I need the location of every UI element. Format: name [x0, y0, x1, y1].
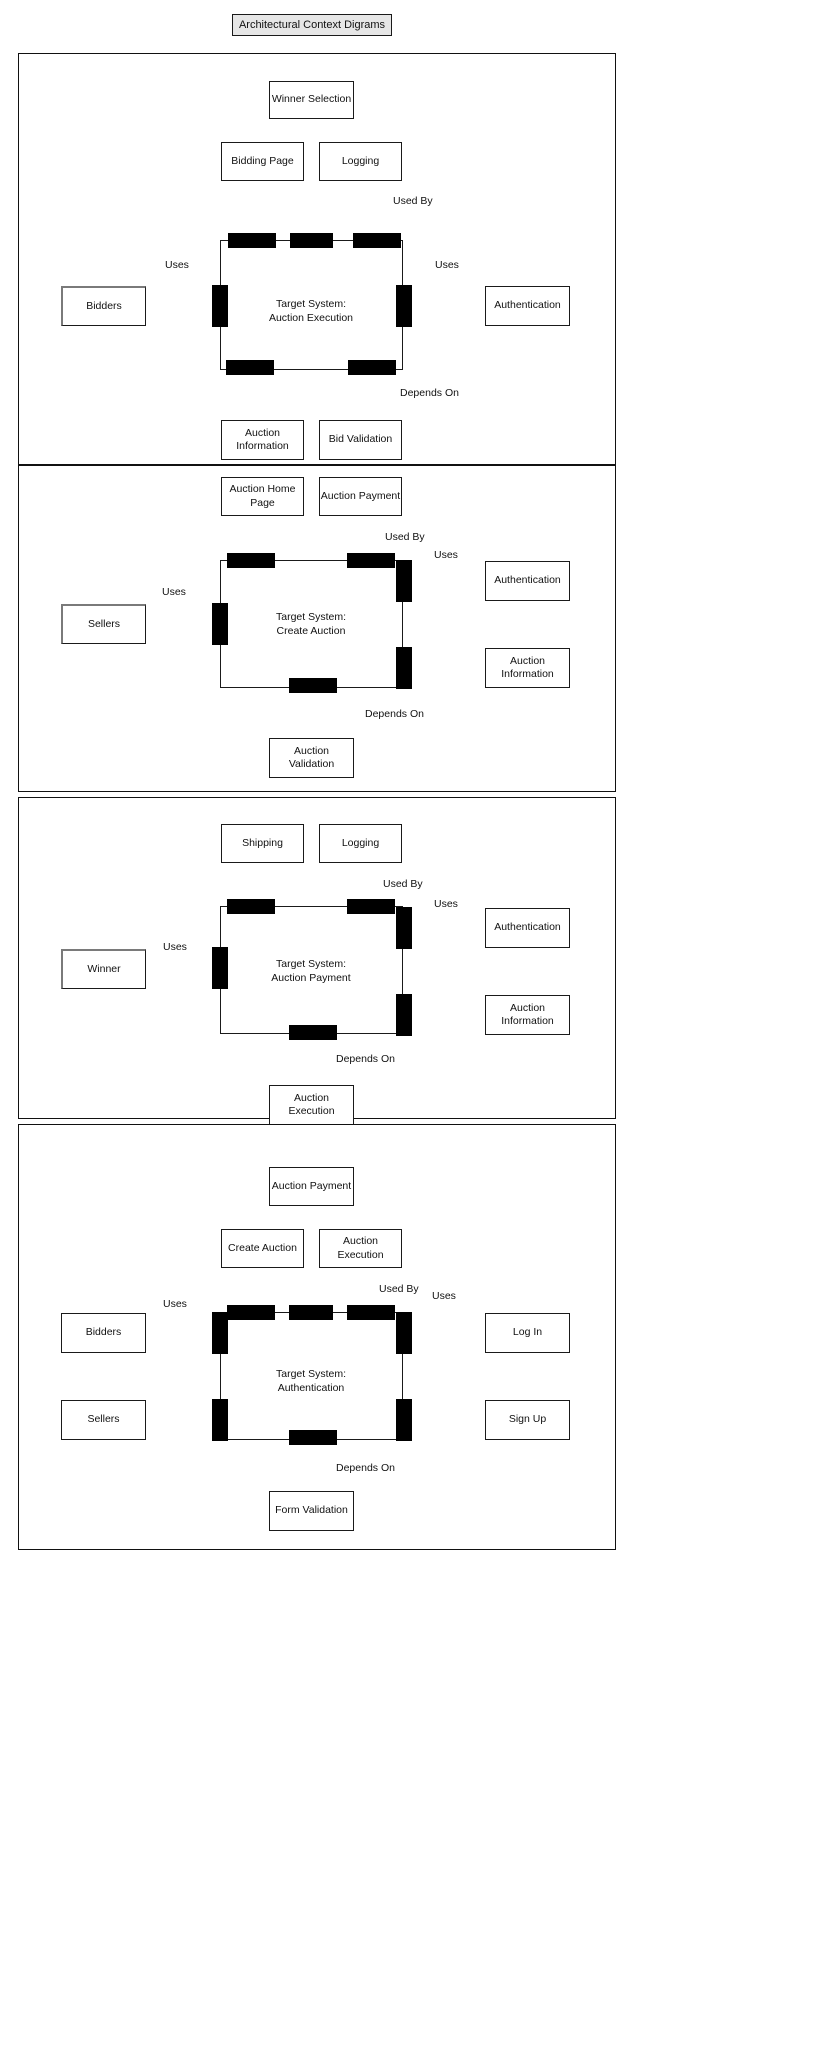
label-uses-right: Uses	[435, 259, 459, 271]
entity-bidders[interactable]: Bidders	[61, 1313, 146, 1353]
label-uses-right: Uses	[432, 1290, 456, 1302]
entity-auction-information[interactable]: Auction Information	[221, 420, 304, 460]
port-right-upper[interactable]	[396, 560, 412, 602]
entity-auction-information[interactable]: Auction Information	[485, 995, 570, 1035]
panel-auction-execution	[18, 53, 616, 465]
entity-authentication[interactable]: Authentication	[485, 561, 570, 601]
entity-winner[interactable]: Winner	[61, 949, 146, 989]
entity-sign-up[interactable]: Sign Up	[485, 1400, 570, 1440]
port-right-lower[interactable]	[396, 647, 412, 689]
entity-log-in[interactable]: Log In	[485, 1313, 570, 1353]
port-top-right[interactable]	[347, 553, 395, 568]
target-system-label: Target System: Authentication	[275, 1367, 347, 1394]
label-used-by: Used By	[383, 878, 423, 890]
port-left-lower[interactable]	[212, 1399, 228, 1441]
port-top-left[interactable]	[227, 899, 275, 914]
port-top-right[interactable]	[353, 233, 401, 248]
target-system-label: Target System: Auction Payment	[271, 957, 351, 984]
label-used-by: Used By	[385, 531, 425, 543]
port-bottom-left[interactable]	[226, 360, 274, 375]
port-top-middle[interactable]	[289, 1305, 333, 1320]
port-top-middle[interactable]	[290, 233, 333, 248]
port-top-right[interactable]	[347, 1305, 395, 1320]
port-bottom[interactable]	[289, 1025, 337, 1040]
port-top-left[interactable]	[228, 233, 276, 248]
label-uses-right: Uses	[434, 549, 458, 561]
entity-auction-information[interactable]: Auction Information	[485, 648, 570, 688]
port-right[interactable]	[396, 285, 412, 327]
label-depends-on: Depends On	[400, 387, 459, 399]
entity-bid-validation[interactable]: Bid Validation	[319, 420, 402, 460]
port-top-left[interactable]	[227, 1305, 275, 1320]
page-title: Architectural Context Digrams	[232, 14, 392, 36]
label-uses-left: Uses	[163, 1298, 187, 1310]
entity-auction-validation[interactable]: Auction Validation	[269, 738, 354, 778]
target-system-label: Target System: Auction Execution	[268, 297, 354, 324]
entity-auction-execution[interactable]: Auction Execution	[269, 1085, 354, 1125]
entity-logging[interactable]: Logging	[319, 824, 402, 863]
port-bottom[interactable]	[289, 1430, 337, 1445]
label-used-by: Used By	[393, 195, 433, 207]
label-uses-left: Uses	[162, 586, 186, 598]
port-left-upper[interactable]	[212, 1312, 228, 1354]
entity-winner-selection[interactable]: Winner Selection	[269, 81, 354, 119]
entity-logging[interactable]: Logging	[319, 142, 402, 181]
port-top-left[interactable]	[227, 553, 275, 568]
entity-bidding-page[interactable]: Bidding Page	[221, 142, 304, 181]
label-depends-on: Depends On	[365, 708, 424, 720]
entity-auction-payment[interactable]: Auction Payment	[319, 477, 402, 516]
label-depends-on: Depends On	[336, 1053, 395, 1065]
entity-bidders[interactable]: Bidders	[61, 286, 146, 326]
port-right-lower[interactable]	[396, 994, 412, 1036]
label-depends-on: Depends On	[336, 1462, 395, 1474]
entity-shipping[interactable]: Shipping	[221, 824, 304, 863]
entity-auction-execution[interactable]: Auction Execution	[319, 1229, 402, 1268]
port-right-lower[interactable]	[396, 1399, 412, 1441]
port-top-right[interactable]	[347, 899, 395, 914]
entity-auction-payment[interactable]: Auction Payment	[269, 1167, 354, 1206]
port-left[interactable]	[212, 285, 228, 327]
port-bottom-right[interactable]	[348, 360, 396, 375]
target-system-label: Target System: Create Auction	[275, 610, 347, 637]
port-left[interactable]	[212, 603, 228, 645]
label-used-by: Used By	[379, 1283, 419, 1295]
label-uses-right: Uses	[434, 898, 458, 910]
entity-sellers[interactable]: Sellers	[61, 1400, 146, 1440]
entity-authentication[interactable]: Authentication	[485, 286, 570, 326]
port-bottom[interactable]	[289, 678, 337, 693]
entity-authentication[interactable]: Authentication	[485, 908, 570, 948]
entity-form-validation[interactable]: Form Validation	[269, 1491, 354, 1531]
entity-auction-home-page[interactable]: Auction Home Page	[221, 477, 304, 516]
port-left[interactable]	[212, 947, 228, 989]
label-uses-left: Uses	[165, 259, 189, 271]
port-right-upper[interactable]	[396, 907, 412, 949]
entity-sellers[interactable]: Sellers	[61, 604, 146, 644]
label-uses-left: Uses	[163, 941, 187, 953]
port-right-upper[interactable]	[396, 1312, 412, 1354]
entity-create-auction[interactable]: Create Auction	[221, 1229, 304, 1268]
